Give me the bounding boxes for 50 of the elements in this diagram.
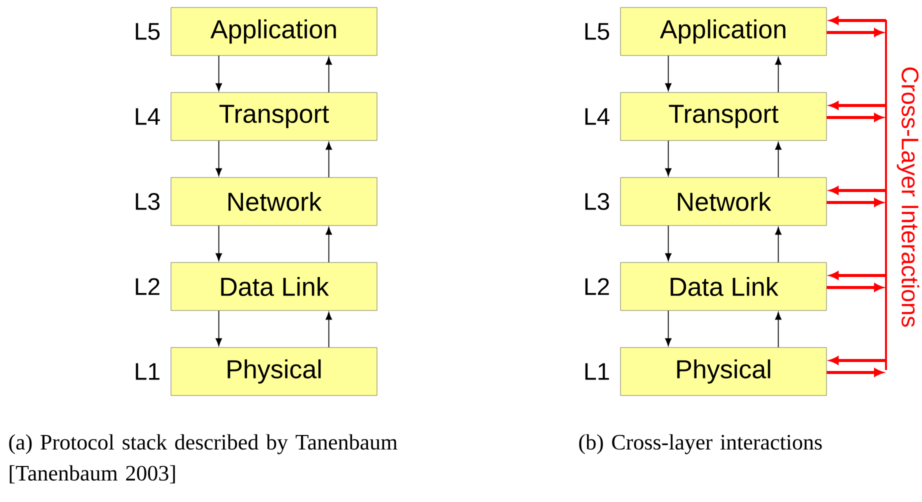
layer-number: L5 [585, 23, 610, 40]
layer-box: Application [170, 7, 378, 56]
layer-number: L1 [585, 363, 609, 380]
layer-box: Physical [170, 347, 378, 396]
arrow [830, 16, 886, 24]
arrow [826, 284, 883, 292]
arrow [216, 225, 222, 261]
arrow [326, 142, 332, 178]
arrow [326, 227, 332, 263]
arrow [665, 310, 672, 346]
bus-line [885, 19, 887, 371]
layer-box: Transport [170, 92, 378, 141]
layer-box: Network [170, 177, 378, 226]
layer-box: Application [620, 7, 827, 56]
arrow [665, 55, 672, 91]
arrow [830, 102, 886, 110]
layer-number: L4 [136, 108, 160, 125]
arrow [326, 312, 332, 348]
layer-box: Data Link [170, 262, 378, 311]
arrow [830, 186, 886, 194]
layer-box: Data Link [620, 262, 827, 311]
layer-box: Network [620, 177, 827, 226]
layer-number: L3 [136, 193, 160, 210]
arrow [826, 28, 883, 36]
arrow [216, 140, 222, 176]
layer-number: L2 [136, 278, 160, 295]
arrow [775, 57, 782, 93]
arrow [216, 55, 222, 91]
layer-number: L3 [585, 193, 610, 210]
arrow [826, 114, 883, 122]
arrow [775, 312, 782, 348]
caption: (b) Cross-layer interactions [579, 434, 822, 454]
arrow [665, 140, 672, 176]
layer-number: L1 [136, 363, 160, 380]
arrow [665, 225, 672, 261]
layer-number: L5 [136, 23, 160, 40]
arrow [775, 227, 782, 263]
rotated-label: Cross-Layer Interactions [896, 68, 920, 327]
arrow [216, 310, 222, 346]
caption: (a) Protocol stack described by Tanenbaum [Tanenbaum 2003] [9, 434, 398, 484]
arrow [775, 142, 782, 178]
layer-box: Physical [620, 347, 827, 396]
arrow [326, 57, 332, 93]
layer-number: L4 [585, 108, 610, 125]
layer-number: L2 [585, 278, 609, 295]
arrow [830, 272, 886, 280]
arrow [830, 356, 886, 364]
arrow [826, 198, 883, 206]
layer-box: Transport [620, 92, 827, 141]
arrow [826, 368, 883, 376]
